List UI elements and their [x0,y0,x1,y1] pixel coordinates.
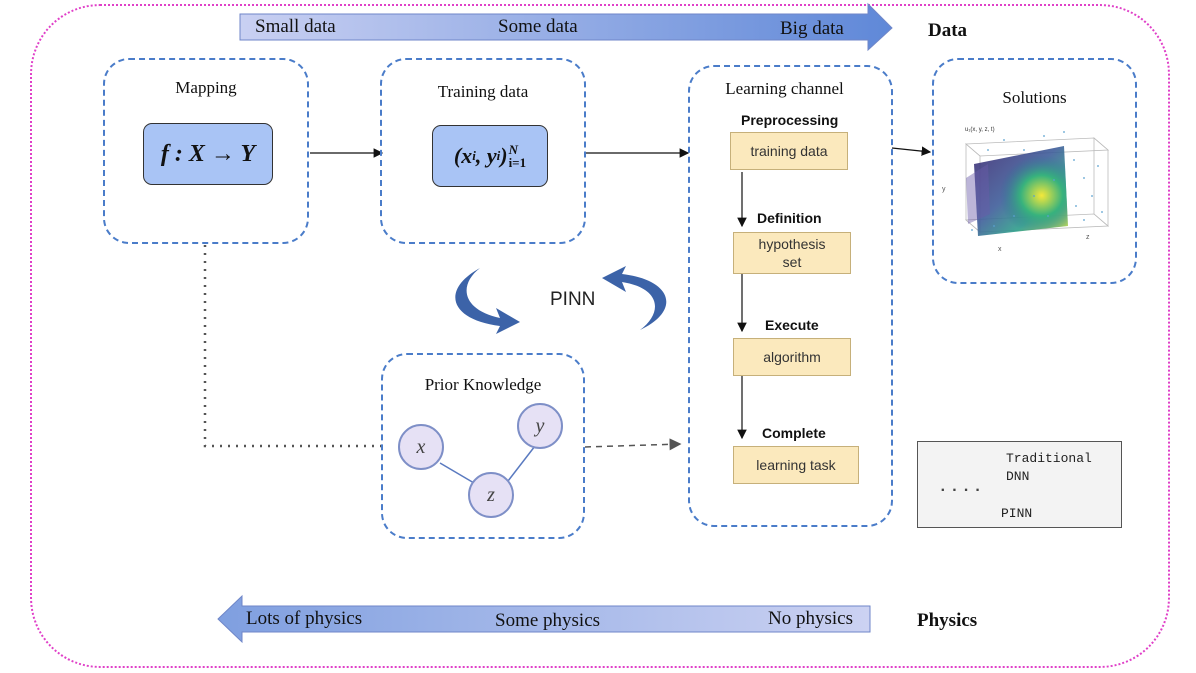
data-bar-left: Small data [255,16,336,37]
solution-axis-z: z [1086,234,1090,241]
step-label-preprocessing: Preprocessing [741,112,839,128]
solution-axis-y: y [942,186,946,193]
legend-dnn: DNN [1006,469,1030,484]
data-axis-label: Data [928,20,968,41]
legend-pinn: PINN [1001,506,1033,521]
step-label-definition: Definition [757,210,822,226]
physics-bar-mid: Some physics [495,610,601,631]
step-box-learning-task: learning task [733,446,859,484]
legend-dots: .... [938,478,985,496]
mapping-title: Mapping [175,78,237,97]
learning-channel-card: Learning channel [688,65,893,527]
pinn-label: PINN [550,289,596,310]
solution-plot [964,131,1110,236]
physics-gradient-arrow [217,594,871,644]
step-box-hypothesis-set: hypothesis set [733,232,851,274]
node-x: x [398,424,444,470]
data-bar-mid: Some data [498,16,578,37]
legend-traditional: Traditional [1006,451,1092,466]
step-box-algorithm: algorithm [733,338,851,376]
physics-axis-label: Physics [917,610,978,631]
step-label-complete: Complete [762,425,826,441]
mapping-formula: f : X → Y [143,123,273,185]
solution-axis-x: x [998,246,1002,253]
data-bar-right: Big data [780,18,844,39]
prior-knowledge-title: Prior Knowledge [424,375,542,394]
cycle-arrow-right-icon [602,266,667,330]
learning-channel-title: Learning channel [725,79,844,98]
step-box-training-data: training data [730,132,848,170]
cycle-arrow-left-icon [455,268,520,334]
solutions-card: Solutions [932,58,1137,284]
solution-plot-label: u₁(x, y, z, t) [965,127,995,133]
prior-knowledge-card: Prior Knowledge [381,353,585,539]
step-label-execute: Execute [765,317,819,333]
physics-bar-right: No physics [768,608,853,629]
outer-frame [30,4,1170,668]
node-y: y [517,403,563,449]
physics-bar-left: Lots of physics [246,608,363,629]
legend-box [917,441,1122,528]
node-z: z [468,472,514,518]
training-title: Training data [437,82,529,101]
mapping-card: Mapping f : X → Y [103,58,309,244]
data-gradient-arrow [239,2,893,52]
solutions-title: Solutions [1002,88,1067,107]
